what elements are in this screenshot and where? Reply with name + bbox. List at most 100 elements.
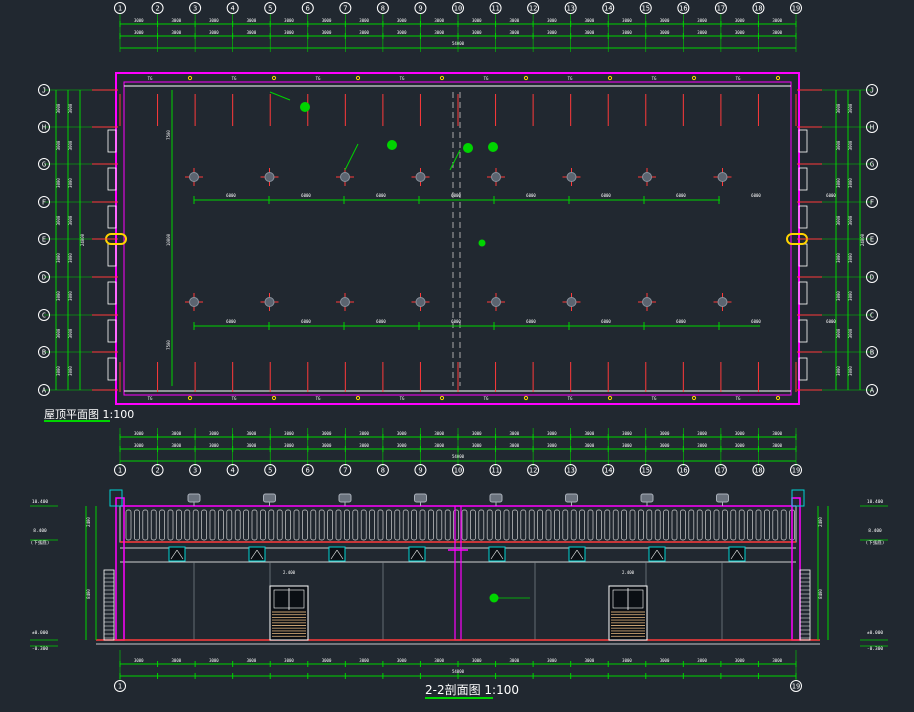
row-dim-right-inner: 3000 (848, 253, 853, 263)
plan-inner-wall (123, 81, 792, 396)
downpipe-bottom (187, 395, 193, 401)
row-dim-right: 3000 (836, 103, 841, 113)
row-dim-left: 3000 (56, 291, 61, 301)
bay-dim-bottom: 3000 (434, 431, 444, 436)
downpipe-top (271, 75, 277, 81)
grid-bubble-bottom-label: 5 (268, 467, 272, 475)
bay-dim-top: 3000 (172, 18, 182, 23)
grid-bubble-bottom-label: 18 (754, 467, 762, 475)
side-window-left (107, 167, 117, 191)
clerestory-window (488, 546, 506, 562)
leader-2 (449, 149, 461, 171)
bay-dim-bottom: 3000 (772, 431, 782, 436)
side-height-2: 10000 (166, 233, 171, 246)
bay-dim-top: 3000 (322, 18, 332, 23)
bay-dim-top: 3000 (660, 18, 670, 23)
bay-dim-bottom: 3000 (397, 443, 407, 448)
bay-dim-top: 3000 (134, 18, 144, 23)
row-bubble-left-label: B (42, 349, 46, 357)
grid-bubble-bottom (189, 464, 202, 476)
section-bay-dim: 3000 (772, 658, 782, 663)
grid-bubble-bottom (226, 464, 239, 476)
downpipe-bottom (523, 395, 529, 401)
truss-web (176, 509, 182, 541)
truss-web (201, 509, 207, 541)
gutter-mark-bottom: TG (316, 396, 321, 401)
bay-dim-bottom: 3000 (134, 443, 144, 448)
clerestory-window (568, 546, 586, 562)
gutter-mark-top: TG (652, 76, 657, 81)
bay-dim-bottom: 3000 (697, 431, 707, 436)
grid-bubble-bottom (264, 464, 277, 476)
row-bubble-left-label: J (42, 87, 46, 95)
span-dim-lower: 6000 (301, 319, 311, 324)
callout-1 (387, 140, 397, 150)
grid-bubble-bottom-label: 3 (193, 467, 197, 475)
grid-bubble-top-label: 6 (306, 5, 310, 13)
truss-web (680, 509, 686, 541)
truss-web (470, 509, 476, 541)
bay-dim-top: 3000 (510, 30, 520, 35)
truss-web (554, 509, 560, 541)
truss-web (327, 509, 333, 541)
side-window-right (798, 205, 808, 229)
section-bay-dim: 3000 (547, 658, 557, 663)
bay-dim-bottom: 3000 (547, 443, 557, 448)
grid-bubble-bottom (151, 464, 164, 476)
bay-dim-bottom: 3000 (359, 443, 369, 448)
section-bay-dim: 3000 (284, 658, 294, 663)
row-bubble-right (866, 121, 878, 133)
gutter-mark-top: TG (736, 76, 741, 81)
truss-web (663, 509, 669, 541)
truss-web (545, 509, 552, 541)
truss-web (344, 509, 350, 541)
section-roof-vent (640, 493, 654, 503)
elev-zero-right: ±0.000 (867, 630, 884, 636)
bay-dim-top: 3000 (284, 18, 294, 23)
bay-dim-top: 3000 (585, 30, 595, 35)
window-mark-b (256, 549, 264, 560)
section-title-underline (425, 697, 493, 699)
bay-dim-top: 3000 (247, 18, 257, 23)
depth-overall-left: 24000 (80, 233, 85, 246)
grid-bubble-top-label: 13 (566, 5, 574, 13)
bay-dim-top: 3000 (622, 18, 632, 23)
bay-dim-top: 3000 (434, 30, 444, 35)
truss-web (722, 509, 728, 541)
span-dim-lower: 6000 (376, 319, 386, 324)
side-height-3: 7500 (166, 340, 171, 350)
bay-dim-top: 3000 (697, 30, 707, 35)
window-mark-a (330, 549, 338, 560)
window-mark-a (650, 549, 658, 560)
truss-web (579, 509, 585, 541)
bay-dim-top: 3000 (172, 30, 182, 35)
grid-bubble-top-label: 11 (491, 5, 499, 13)
section-bay-dim: 3000 (660, 658, 670, 663)
span-dim-lower: 6000 (826, 319, 836, 324)
grid-bubble-bottom (527, 464, 540, 476)
grid-bubble-top-label: 12 (529, 5, 537, 13)
span-dim-upper: 6000 (226, 193, 236, 198)
truss-web (335, 509, 342, 541)
row-bubble-left (38, 121, 50, 133)
section-bay-dim: 3000 (735, 658, 745, 663)
grid-bubble-top (414, 2, 427, 14)
truss-web (167, 509, 174, 541)
section-roof-vent (338, 493, 352, 503)
section-roof-vent (187, 493, 201, 503)
grid-bubble-top (714, 2, 727, 14)
bay-dim-bottom: 3000 (134, 431, 144, 436)
grid-bubble-bottom (452, 464, 464, 476)
row-dim-left: 3000 (56, 328, 61, 338)
span-dim-upper: 6000 (451, 193, 461, 198)
truss-web (596, 509, 602, 541)
grid-bubble-top (639, 2, 652, 14)
window-mark-b (336, 549, 344, 560)
truss-web (629, 509, 636, 541)
grid-bubble-top (790, 2, 802, 14)
roof-vent (189, 297, 199, 307)
grid-bubble-bottom-label: 14 (604, 467, 612, 475)
gutter-mark-bottom: TG (568, 396, 573, 401)
callout-2 (463, 143, 473, 153)
